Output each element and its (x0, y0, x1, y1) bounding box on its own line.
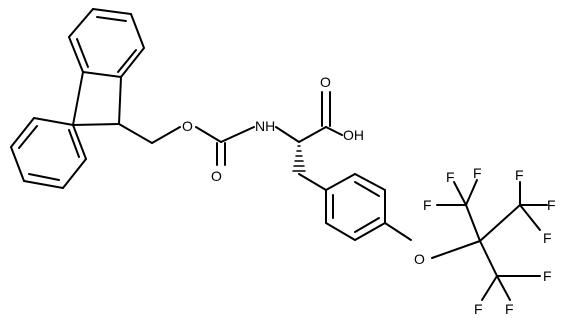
atom-o-ester: O (182, 118, 193, 134)
atom-f-4: F (515, 167, 524, 183)
fmoc-linker-bonds (118, 123, 255, 166)
atom-o-carbonyl: O (211, 168, 222, 184)
stereo-hashed-wedge (292, 145, 306, 172)
atom-f-2: F (473, 165, 482, 181)
atom-f-5: F (547, 197, 556, 213)
tyrosine-ring (325, 173, 386, 241)
fluorene-lower-ring (10, 117, 87, 189)
fluorene-upper-ring (68, 8, 145, 78)
atom-o-ether: O (414, 251, 425, 267)
atom-f-6: F (543, 230, 552, 246)
atom-f-1: F (446, 169, 455, 185)
atom-nh: NH (255, 118, 275, 134)
atom-f-3: F (423, 197, 432, 213)
atom-o-acid: O (320, 74, 331, 90)
perfluoro-tbutyl-bonds (384, 179, 548, 301)
backbone-bonds (275, 91, 343, 143)
atom-f-7: F (543, 268, 552, 284)
side-chain-bonds (298, 173, 327, 191)
fluorene-five-ring (72, 71, 122, 126)
atom-f-8: F (474, 301, 483, 317)
atom-oh: OH (343, 127, 364, 143)
atom-f-9: F (505, 301, 514, 317)
